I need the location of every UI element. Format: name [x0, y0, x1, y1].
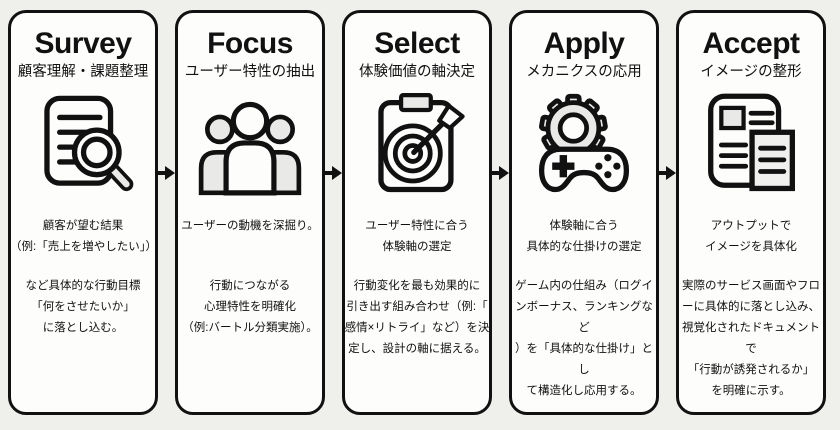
users-icon [196, 84, 304, 206]
step-description-2: 実際のサービス画面やフロ ーに具体的に落とし込み、 視覚化されたドキュメントで … [682, 280, 820, 397]
arrow-right-icon [158, 165, 175, 181]
step-description-2: など具体的な行動目標 「何をさせたいか」 に落とし込む。 [25, 280, 141, 334]
step-description-1: 顧客が望む結果 （例:「売上を増やしたい」） [10, 220, 157, 253]
target-clipboard-icon [364, 84, 470, 206]
document-magnifier-icon [30, 84, 136, 206]
documents-icon [698, 84, 804, 206]
step-card-select: Select 体験価値の軸決定 ユーザー特性に合う 体験軸の選定 行動変化を最も… [342, 10, 492, 415]
step-subtitle: イメージの整形 [700, 64, 802, 80]
step-subtitle: ユーザー特性の抽出 [184, 64, 316, 80]
step-description-1: ユーザーの動機を深掘り。 [181, 220, 319, 232]
step-card-apply: Apply メカニクスの応用 [509, 10, 659, 415]
step-title: Select [374, 27, 460, 60]
step-description-1: 体験軸に合う 具体的な仕掛けの選定 [526, 220, 642, 253]
arrow-right-icon [325, 165, 342, 181]
step-description-2: 行動につながる 心理特性を明確化 （例:バートル分類実施）。 [182, 280, 318, 334]
step-description-1: ユーザー特性に合う 体験軸の選定 [365, 220, 469, 253]
step-subtitle: 体験価値の軸決定 [359, 64, 475, 80]
step-subtitle: 顧客理解・課題整理 [17, 64, 149, 80]
step-title: Apply [543, 27, 625, 60]
arrow-right-icon [492, 165, 509, 181]
step-title: Focus [207, 27, 293, 60]
step-subtitle: メカニクスの応用 [526, 64, 642, 80]
step-card-focus: Focus ユーザー特性の抽出 ユーザーの動機を深掘り。 行動につながる 心理特… [175, 10, 325, 415]
step-description-1: アウトプットで イメージを具体化 [705, 220, 797, 253]
arrow-right-icon [659, 165, 676, 181]
step-card-accept: Accept イメージの整形 アウ [676, 10, 826, 415]
step-title: Accept [702, 27, 800, 60]
step-title: Survey [34, 27, 132, 60]
step-card-survey: Survey 顧客理解・課題整理 顧客が望む結果 （例:「売上を増やしたい」） … [8, 10, 158, 415]
step-description-2: 行動変化を最も効果的に 引き出す組み合わせ（例:「 感情×リトライ」など）を決 … [344, 280, 490, 355]
step-description-2: ゲーム内の仕組み（ログイ ンボーナス、ランキングなど ）を「具体的な仕掛け」とし… [515, 280, 653, 397]
gear-gamepad-icon [529, 84, 639, 206]
